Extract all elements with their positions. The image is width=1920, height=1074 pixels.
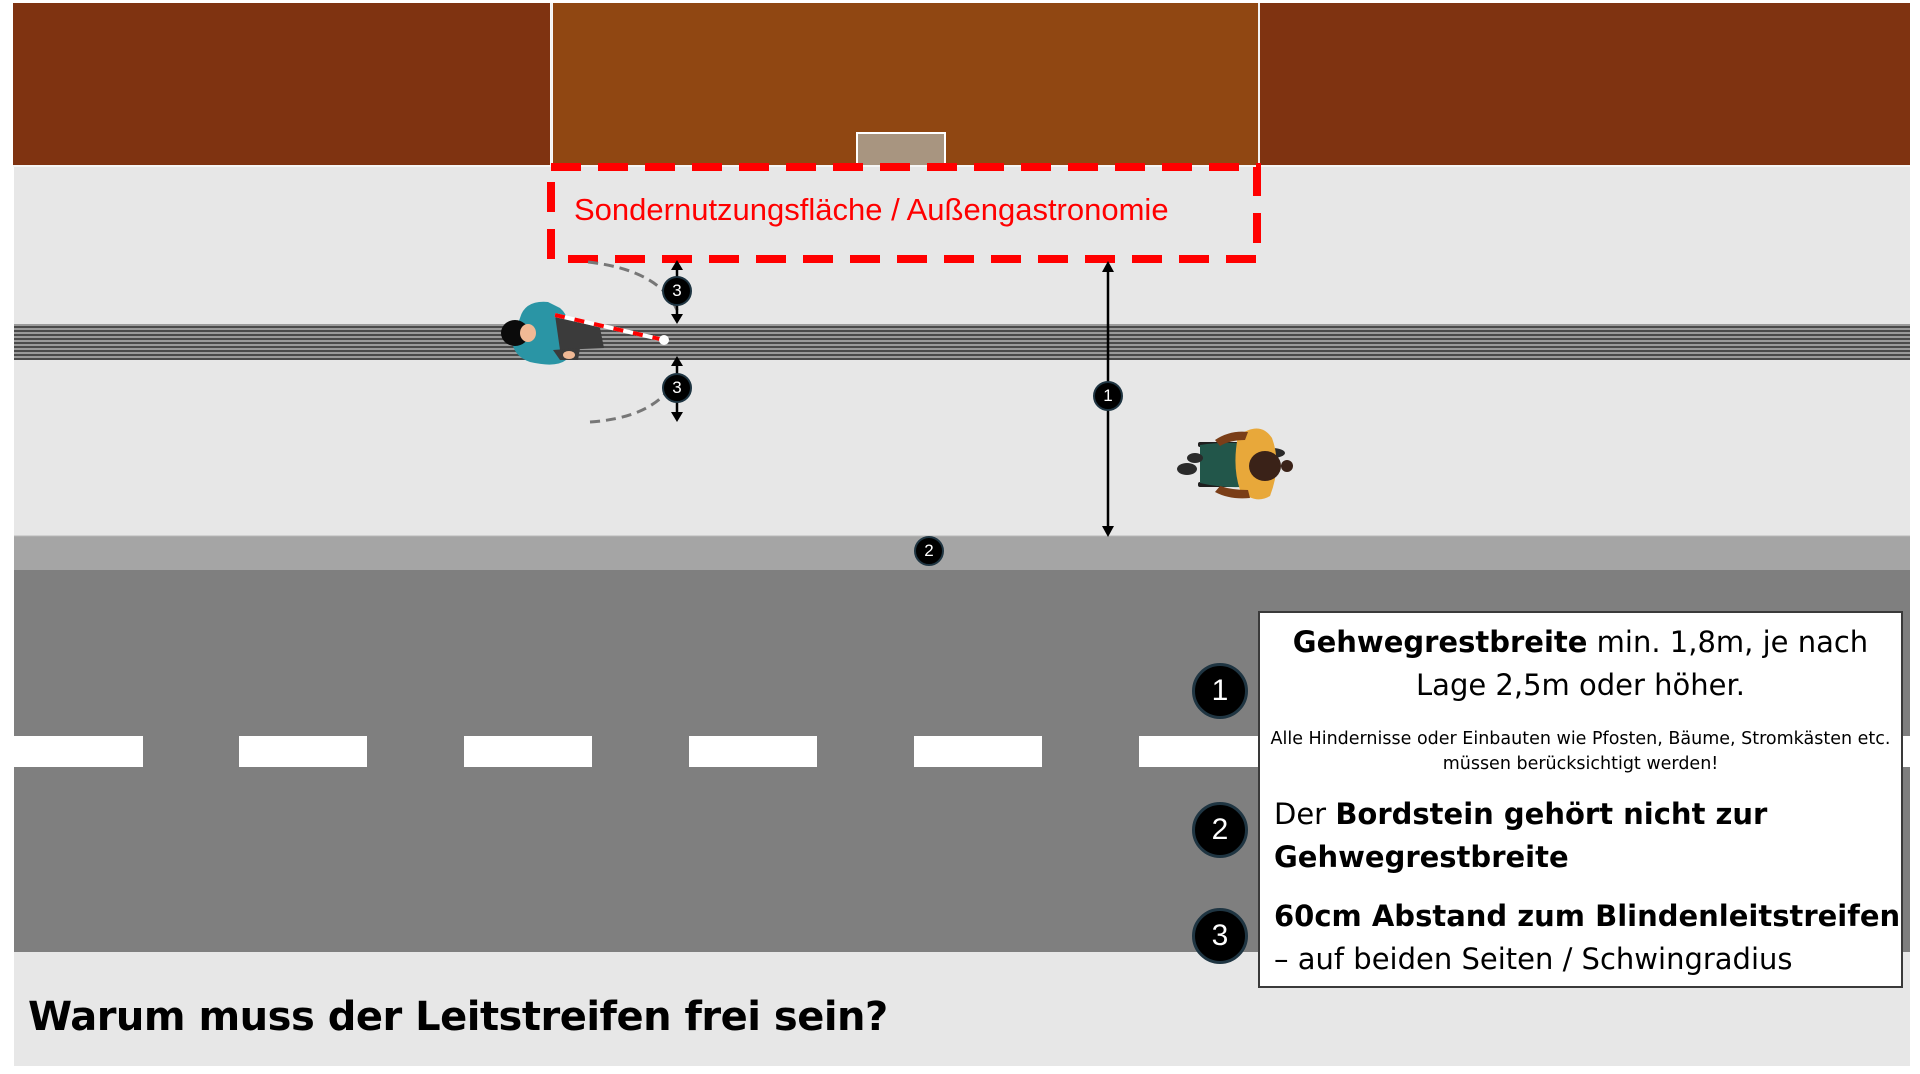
legend-item-3-text: – auf beiden Seiten / Schwingradius [1274, 942, 1793, 976]
white-cane [554, 313, 665, 342]
legend-badge-1: 1 [1192, 663, 1248, 719]
legend-item-2-prefix: Der [1274, 797, 1336, 831]
tactile-ridge [14, 346, 1910, 348]
legend-item-2: Der Bordstein gehört nicht zur Gehwegres… [1274, 793, 1794, 879]
lane-dash [689, 736, 817, 767]
marker-3-top: 3 [662, 276, 692, 306]
page-title: Warum muss der Leitstreifen frei sein? [28, 994, 888, 1040]
tactile-ridge [14, 338, 1910, 340]
lane-dash [14, 736, 143, 767]
lane-dash [464, 736, 592, 767]
special-use-zone [547, 163, 1261, 263]
wheelchair-user-icon [1177, 428, 1293, 500]
marker-1: 1 [1093, 381, 1123, 411]
legend-item-1-bold: Gehwegrestbreite [1292, 625, 1588, 659]
tactile-ridge [14, 358, 1910, 360]
building-right [1260, 3, 1910, 165]
tactile-ridge [14, 334, 1910, 336]
shop-door [856, 132, 946, 167]
lane-dash [239, 736, 367, 767]
curb [14, 536, 1910, 570]
legend-item-1: Gehwegrestbreite min. 1,8m, je nach Lage… [1260, 621, 1901, 707]
legend-badge-2: 2 [1192, 802, 1248, 858]
tactile-ridge [14, 330, 1910, 332]
marker-2: 2 [914, 536, 944, 566]
marker-3-bottom: 3 [662, 373, 692, 403]
blind-pedestrian-icon [501, 301, 669, 365]
legend-box: Gehwegrestbreite min. 1,8m, je nach Lage… [1258, 611, 1903, 988]
legend-badge-3: 3 [1192, 908, 1248, 964]
legend-item-2-bold: Bordstein gehört nicht zur Gehwegrestbre… [1274, 797, 1768, 874]
lane-dash [914, 736, 1042, 767]
lane-dash [1139, 736, 1267, 767]
legend-item-1-note: Alle Hindernisse oder Einbauten wie Pfos… [1270, 729, 1891, 774]
special-use-zone-label: Sondernutzungsfläche / Außengastronomie [574, 192, 1169, 227]
legend-item-3: 60cm Abstand zum Blindenleitstreifen – a… [1274, 895, 1900, 981]
legend-item-3-bold: 60cm Abstand zum Blindenleitstreifen [1274, 899, 1901, 933]
tactile-ridge [14, 354, 1910, 356]
tactile-ridge [14, 326, 1910, 328]
building-left [13, 3, 550, 165]
legend-item-1-text: min. 1,8m, je nach Lage 2,5m oder höher. [1416, 625, 1869, 702]
tactile-guide-strip [14, 324, 1910, 360]
tactile-ridge [14, 350, 1910, 352]
tactile-ridge [14, 342, 1910, 344]
